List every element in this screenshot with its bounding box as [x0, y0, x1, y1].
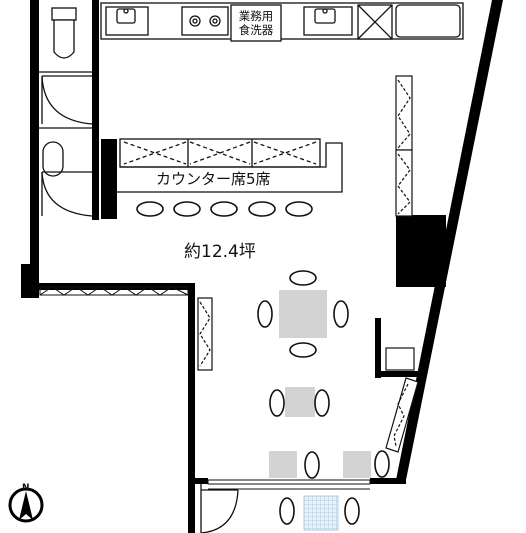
counter-seats-label: カウンター席5席	[156, 170, 271, 188]
chair-mid-right	[374, 450, 390, 478]
diagonal-shelf-pattern	[393, 383, 409, 447]
floor-area-label: 約12.4坪	[184, 242, 256, 262]
wc-door-1	[41, 75, 93, 125]
dishwasher-label: 業務用 食洗器	[233, 9, 279, 38]
window-strips	[39, 286, 371, 490]
table-small-right	[343, 451, 371, 478]
walls	[21, 0, 503, 533]
stool-4	[248, 201, 276, 217]
recess-wall-left	[375, 318, 381, 378]
north-label: N	[22, 483, 30, 493]
table-group-1	[257, 270, 349, 358]
table-small	[285, 387, 315, 417]
chair-right-2	[314, 389, 330, 417]
toilet-tank	[51, 7, 77, 21]
recess-unit	[385, 347, 415, 371]
table-group-2	[269, 387, 330, 417]
toilet-bowl	[53, 19, 75, 59]
right-shelves	[197, 75, 419, 453]
right-wall-block	[396, 215, 446, 287]
left-wall	[30, 0, 39, 290]
table-group-3	[269, 450, 390, 479]
recess-wall-bottom	[375, 371, 420, 377]
chair-right	[333, 300, 349, 328]
counter-stools	[136, 201, 313, 217]
chair-bottom-right	[344, 497, 360, 525]
right-shelf-1	[395, 75, 413, 151]
window-mid-wall-zigzag	[39, 286, 189, 296]
wc-area	[39, 7, 93, 217]
table-large	[279, 290, 327, 338]
chair-top	[289, 270, 317, 286]
chair-left	[257, 300, 273, 328]
stool-5	[285, 201, 313, 217]
bottom-wall-right	[370, 478, 406, 484]
left-lower-shelf-pattern	[199, 301, 211, 367]
bar-shelf-x-3	[253, 141, 317, 165]
right-shelf-1-pattern	[397, 79, 411, 149]
dishwasher-label-line1: 業務用	[238, 9, 274, 23]
bar-counter	[117, 138, 343, 193]
left-wall-block	[21, 264, 39, 298]
sink-2-tap	[322, 8, 328, 14]
right-diagonal-wall	[396, 0, 503, 480]
stove-burner-2-inner	[212, 18, 218, 24]
wc-partition-wall	[92, 0, 99, 220]
stool-3	[210, 201, 238, 217]
right-shelf-2-pattern	[397, 153, 411, 215]
stove	[181, 6, 229, 36]
chair-bottom	[289, 342, 317, 358]
window-mid-wall	[39, 286, 189, 296]
storage-unit-cross-2	[357, 4, 393, 40]
kitchen-top-row	[100, 2, 464, 42]
chair-bottom-left	[279, 497, 295, 525]
wc-door-2	[41, 171, 93, 217]
counter-end-unit	[395, 4, 461, 38]
bar-shelf-x-1	[123, 141, 187, 165]
north-arrow-head	[19, 491, 33, 520]
door-swing	[200, 489, 239, 533]
dishwasher	[230, 4, 282, 42]
wc-partition-block	[101, 139, 117, 219]
dishwasher-label-line2: 食洗器	[238, 23, 274, 38]
entrance-door	[200, 484, 239, 533]
stool-1	[136, 201, 164, 217]
wash-basin	[42, 141, 64, 177]
table-group-4	[279, 495, 360, 531]
chair-mid-left	[304, 451, 320, 479]
dining-area	[257, 270, 390, 531]
stool-2	[173, 201, 201, 217]
window-bottom	[207, 479, 371, 485]
bottom-wall-left	[188, 478, 208, 484]
table-small-left	[269, 451, 297, 478]
table-grid	[303, 495, 339, 531]
stove-burner-1-inner	[192, 18, 198, 24]
sink-1-tap	[123, 8, 129, 14]
diagonal-shelf	[385, 377, 419, 453]
lower-left-wall	[188, 283, 195, 533]
north-arrow	[8, 487, 44, 523]
chair-left-2	[269, 389, 285, 417]
right-shelf-2	[395, 149, 413, 217]
bar-shelf-x-2	[189, 141, 251, 165]
bar-counter-top	[120, 142, 343, 193]
